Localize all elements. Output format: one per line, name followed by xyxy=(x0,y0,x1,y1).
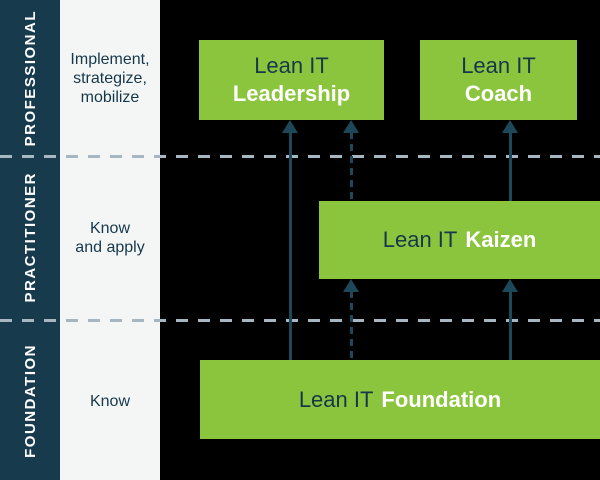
kaizen-box: Lean IT Kaizen xyxy=(319,201,600,279)
level-sidebar: PROFESSIONAL PRACTITIONER FOUNDATION xyxy=(0,0,60,480)
certification-name: Kaizen xyxy=(465,227,537,252)
level-label-practitioner: PRACTITIONER xyxy=(21,172,39,303)
coach-box: Lean IT Coach xyxy=(420,40,577,120)
arrowhead-kaizen-to-coach xyxy=(502,120,518,133)
arrowhead-foundation-to-kaizen-dashed xyxy=(343,279,359,292)
description-professional: Implement, strategize, mobilize xyxy=(60,0,160,156)
description-foundation: Know xyxy=(60,322,160,480)
arrow-kaizen-to-leadership-dashed xyxy=(350,132,353,201)
foundation-box: Lean IT Foundation xyxy=(200,360,600,439)
level-band-practitioner: PRACTITIONER xyxy=(0,156,60,319)
description-line: Know xyxy=(89,219,130,237)
level-label-foundation: FOUNDATION xyxy=(21,344,39,458)
arrowhead-foundation-to-leadership xyxy=(282,120,298,133)
description-practitioner: Know and apply xyxy=(60,156,160,319)
brand-label: Lean IT xyxy=(298,386,374,412)
certification-name: Leadership xyxy=(232,81,351,106)
level-band-professional: PROFESSIONAL xyxy=(0,0,60,156)
arrow-foundation-to-leadership-solid xyxy=(289,132,292,360)
level-band-foundation: FOUNDATION xyxy=(0,322,60,480)
description-line: Know xyxy=(89,392,131,410)
level-label-professional: PROFESSIONAL xyxy=(21,9,39,147)
brand-label: Lean IT xyxy=(382,227,458,252)
brand-label: Lean IT xyxy=(461,53,536,78)
level-divider-professional-practitioner xyxy=(0,155,600,158)
certification-name: Coach xyxy=(464,81,533,106)
brand-label: Lean IT xyxy=(254,53,329,78)
description-column: Implement, strategize, mobilize Know and… xyxy=(60,0,160,480)
arrow-foundation-to-kaizen-solid xyxy=(509,291,512,360)
level-divider-practitioner-foundation xyxy=(0,319,600,322)
description-line: mobilize xyxy=(80,88,140,106)
description-line: Implement, xyxy=(70,50,150,68)
arrowhead-foundation-to-kaizen-solid xyxy=(502,279,518,292)
certification-name: Foundation xyxy=(381,386,502,412)
arrowhead-kaizen-to-leadership-dashed xyxy=(343,120,359,133)
leadership-box: Lean IT Leadership xyxy=(199,40,384,120)
description-line: strategize, xyxy=(73,69,147,87)
arrow-kaizen-to-coach-solid xyxy=(509,132,512,201)
arrow-foundation-to-kaizen-dashed xyxy=(350,291,353,360)
description-line: and apply xyxy=(75,238,145,256)
